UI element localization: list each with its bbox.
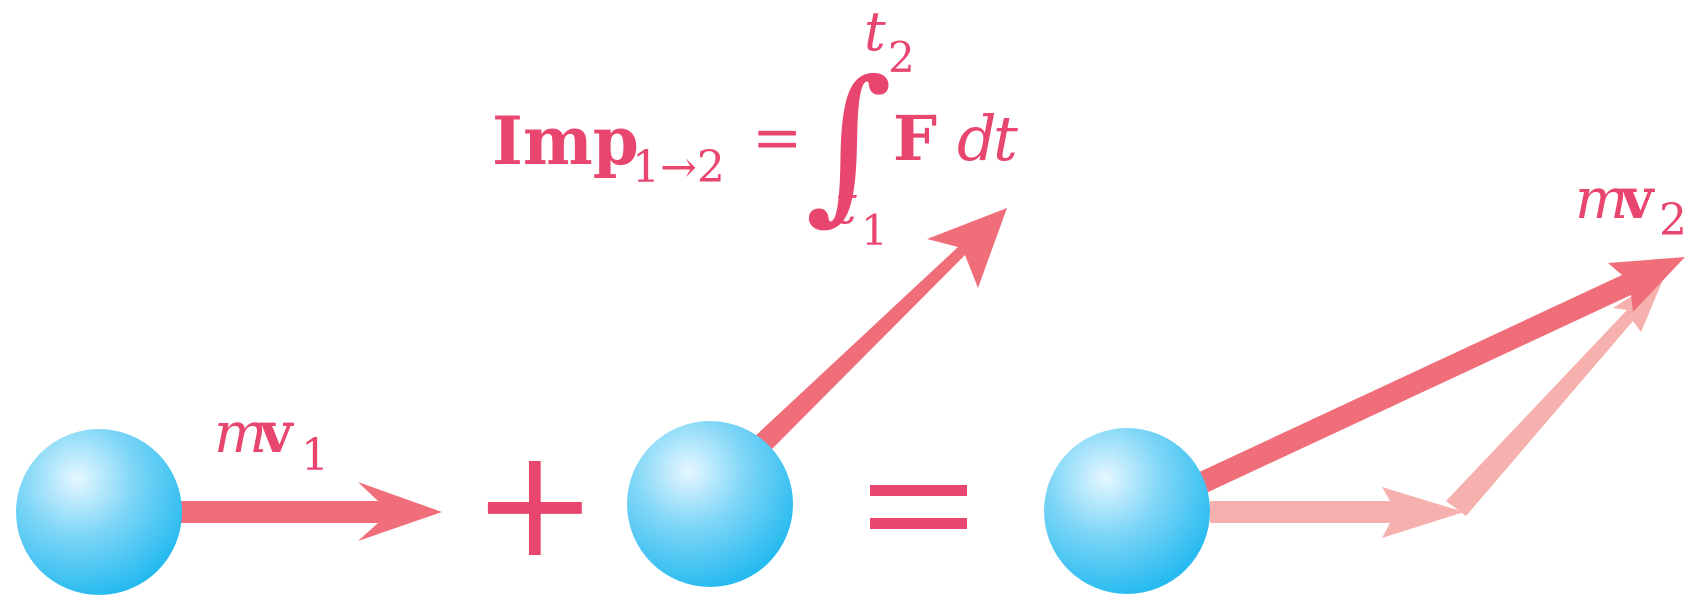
impulse-arrow [752,208,1007,454]
mv2-subscript: 2 [1659,195,1687,246]
ball-final [1044,428,1210,594]
integral-lower-t: t [835,173,857,236]
dt-t: t [993,102,1018,175]
imp-symbol: Imp [492,102,639,180]
integral-upper-t: t [864,0,886,63]
force-symbol: F [893,102,937,175]
initial-state: m v 1 [16,400,442,595]
mv2-v: v [1619,166,1655,232]
plus-sign: + [472,417,598,591]
integral-lower-sub: 1 [861,206,888,255]
equals-bar-bottom [870,518,967,529]
impulse-state [627,208,1007,587]
ball-impulse [627,421,793,587]
final-state: m v 2 [1044,166,1687,594]
integral-upper-sub: 2 [888,33,915,82]
plus-operator: + [472,417,598,591]
mv2-m: m [1575,167,1628,232]
equals-operator [870,485,967,529]
mv2-arrow [1195,257,1685,494]
imp-subscript: 1→2 [632,142,725,193]
impulse-component-arrow [1446,275,1665,516]
impulse-equation: Imp 1→2 = ∫ t 2 t 1 F d t [492,0,1018,255]
ball-initial [16,429,182,595]
mv1-v: v [258,400,294,466]
equals-bar-top [870,485,967,496]
mv1-label: m v 1 [214,400,329,481]
mv1-component-arrow [1210,487,1464,538]
mv1-m: m [214,401,267,466]
mv1-arrow [172,482,442,541]
dt-d: d [957,102,997,175]
integral-sign: ∫ [805,44,893,240]
equation-equals: = [752,103,802,173]
mv1-subscript: 1 [301,430,329,481]
mv2-label: m v 2 [1575,166,1687,246]
